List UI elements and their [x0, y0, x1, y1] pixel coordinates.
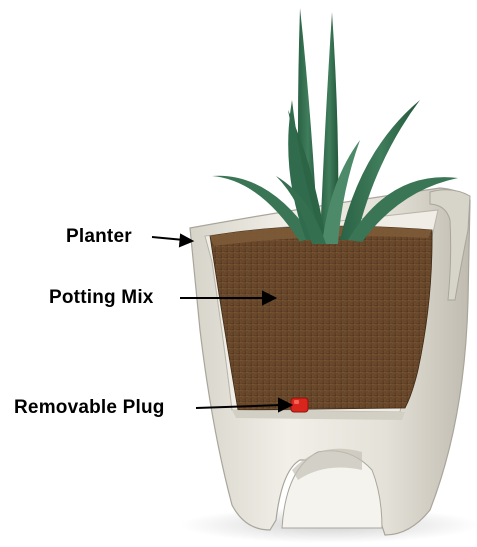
removable-plug: [291, 398, 308, 412]
label-potting-mix: Potting Mix: [49, 287, 154, 309]
label-planter: Planter: [66, 226, 132, 248]
label-removable-plug: Removable Plug: [14, 397, 165, 419]
potting-mix-soil: [210, 226, 432, 410]
plug-highlight: [294, 400, 299, 404]
arrow-planter: [152, 237, 184, 240]
arrowhead-planter: [180, 235, 192, 246]
